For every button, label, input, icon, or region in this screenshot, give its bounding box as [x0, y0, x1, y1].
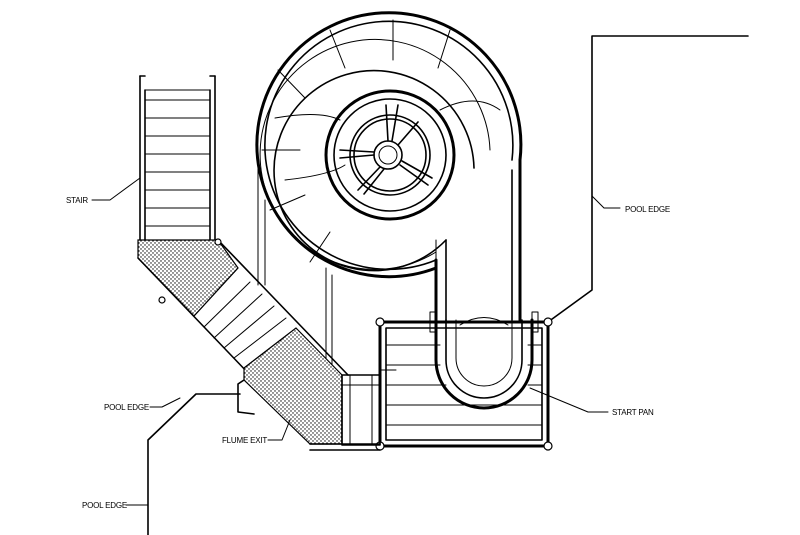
start-pan-label: START PAN: [612, 408, 654, 417]
stair-label: STAIR: [66, 196, 88, 205]
descending-flume: [429, 158, 539, 410]
stair: [137, 75, 349, 445]
post-top-right: [543, 317, 553, 327]
pool-edge-label-right: POOL EDGE: [625, 205, 670, 214]
leader-lines: [91, 177, 621, 506]
pool-edge-label-left-upper: POOL EDGE: [104, 403, 149, 412]
stair-lower-landing: [243, 327, 343, 445]
flume-exit-label: FLUME EXIT: [222, 436, 267, 445]
pool-edge-lines: [147, 35, 749, 535]
stair-upper-landing: [137, 239, 239, 317]
flume-exit: [237, 369, 397, 451]
post-bottom-right: [543, 441, 553, 451]
spiral-flume: [255, 11, 523, 376]
pool-edge-label-left-lower: POOL EDGE: [82, 501, 127, 510]
post-top-left: [375, 317, 385, 327]
